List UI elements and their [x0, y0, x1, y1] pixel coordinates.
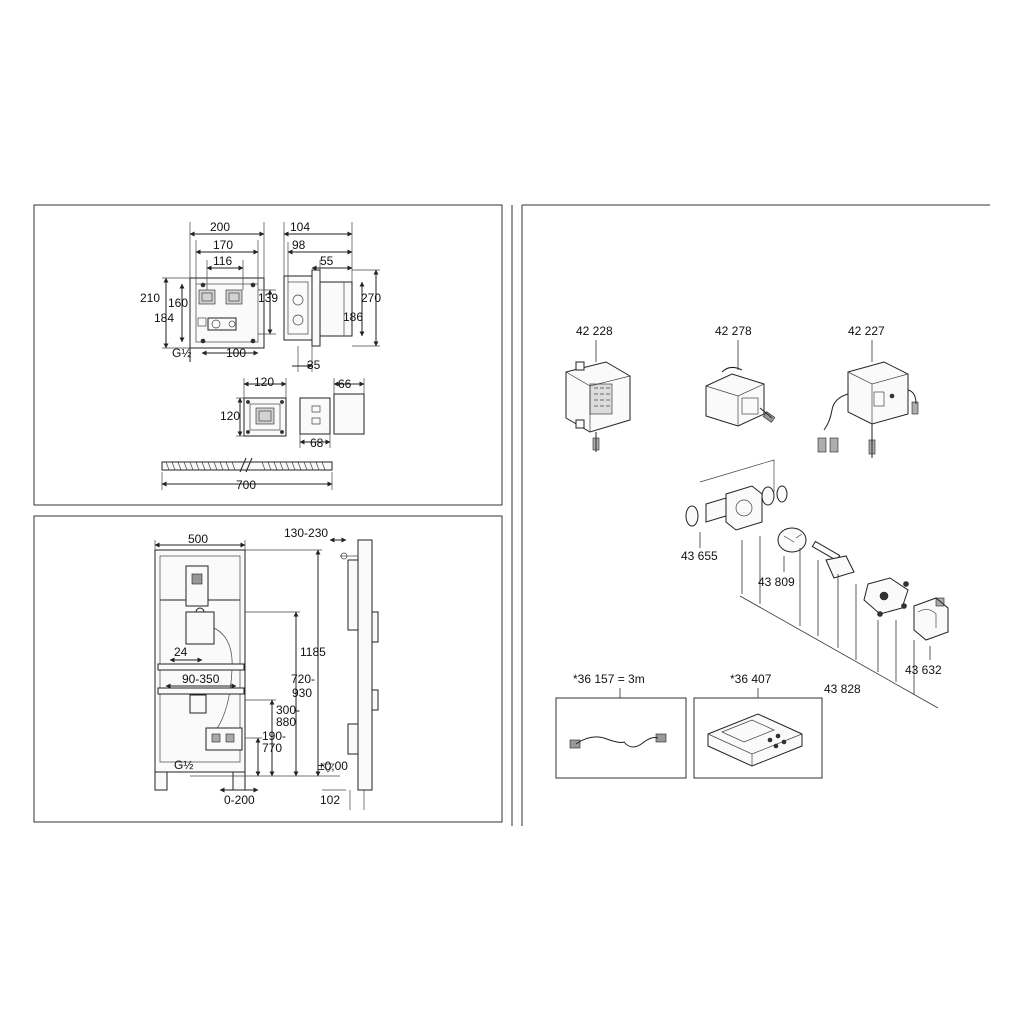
- dim-300: 300-: [276, 703, 300, 717]
- dim-98: 98: [292, 238, 306, 252]
- dim-thread-frame: G½: [174, 758, 193, 772]
- top-dimension-lines: [162, 222, 276, 362]
- dim-thread-top: G½: [172, 346, 191, 360]
- dim-120-width: 120: [254, 375, 274, 389]
- dim-186: 186: [343, 310, 363, 324]
- dim-100: 100: [226, 346, 246, 360]
- label-36157: *36 157 = 3m: [573, 672, 645, 686]
- dim-0-200: 0-200: [224, 793, 255, 807]
- installation-frame-side: [340, 539, 379, 810]
- dim-55: 55: [320, 254, 334, 268]
- dim-35: 35: [307, 358, 321, 372]
- side-dimension-lines: [283, 222, 380, 372]
- dim-130-230: 130-230: [284, 526, 328, 540]
- label-43809: 43 809: [758, 575, 795, 589]
- dim-700: 700: [236, 478, 256, 492]
- mounting-strip: [161, 457, 333, 490]
- accessory-remote-box: [693, 697, 823, 779]
- accessory-cable-box: [555, 697, 687, 779]
- dim-930: 930: [292, 686, 312, 700]
- dim-200: 200: [210, 220, 230, 234]
- dim-104: 104: [290, 220, 310, 234]
- installation-frame-front: [154, 549, 246, 791]
- dim-160: 160: [168, 296, 188, 310]
- dim-116: 116: [213, 254, 232, 268]
- label-42228: 42 228: [576, 324, 613, 338]
- label-42227: 42 227: [848, 324, 885, 338]
- dim-190: 190-: [262, 729, 286, 743]
- installation-box-side-view: [283, 269, 353, 347]
- label-36407: *36 407: [730, 672, 772, 686]
- part-42227-electronic-module: [817, 361, 919, 458]
- dim-1185: 1185: [300, 645, 326, 659]
- dim-102: 102: [320, 793, 340, 807]
- dim-90-350: 90-350: [182, 672, 220, 686]
- dim-68: 68: [310, 436, 324, 450]
- dim-66: 66: [338, 377, 352, 391]
- dim-170: 170: [213, 238, 233, 252]
- dim-210: 210: [140, 291, 160, 305]
- dim-770: 770: [262, 741, 282, 755]
- valve-assembly-exploded: [685, 459, 949, 641]
- frame-dimension-lines: [154, 537, 347, 793]
- installation-box-front-view: [189, 277, 265, 349]
- label-43655: 43 655: [681, 549, 718, 563]
- bottom-left-panel: [33, 515, 503, 823]
- cover-plate: [236, 378, 287, 437]
- part-42278-power-supply: [705, 366, 776, 427]
- plaster-guard-pieces: [299, 378, 365, 448]
- label-43828: 43 828: [824, 682, 861, 696]
- label-43632: 43 632: [905, 663, 942, 677]
- dim-500: 500: [188, 532, 208, 546]
- dim-270: 270: [361, 291, 381, 305]
- dim-zero-level: ±0,00: [318, 759, 348, 773]
- label-42278: 42 278: [715, 324, 752, 338]
- dim-24: 24: [174, 645, 188, 659]
- dim-880: 880: [276, 715, 296, 729]
- dim-120-height: 120: [220, 409, 240, 423]
- top-left-panel: [33, 204, 503, 506]
- dim-720: 720-: [291, 672, 315, 686]
- assembly-leader-lines: [699, 532, 939, 709]
- part-42228-electronic-module: [565, 361, 631, 452]
- dim-184: 184: [154, 311, 174, 325]
- dim-139: 139: [258, 291, 278, 305]
